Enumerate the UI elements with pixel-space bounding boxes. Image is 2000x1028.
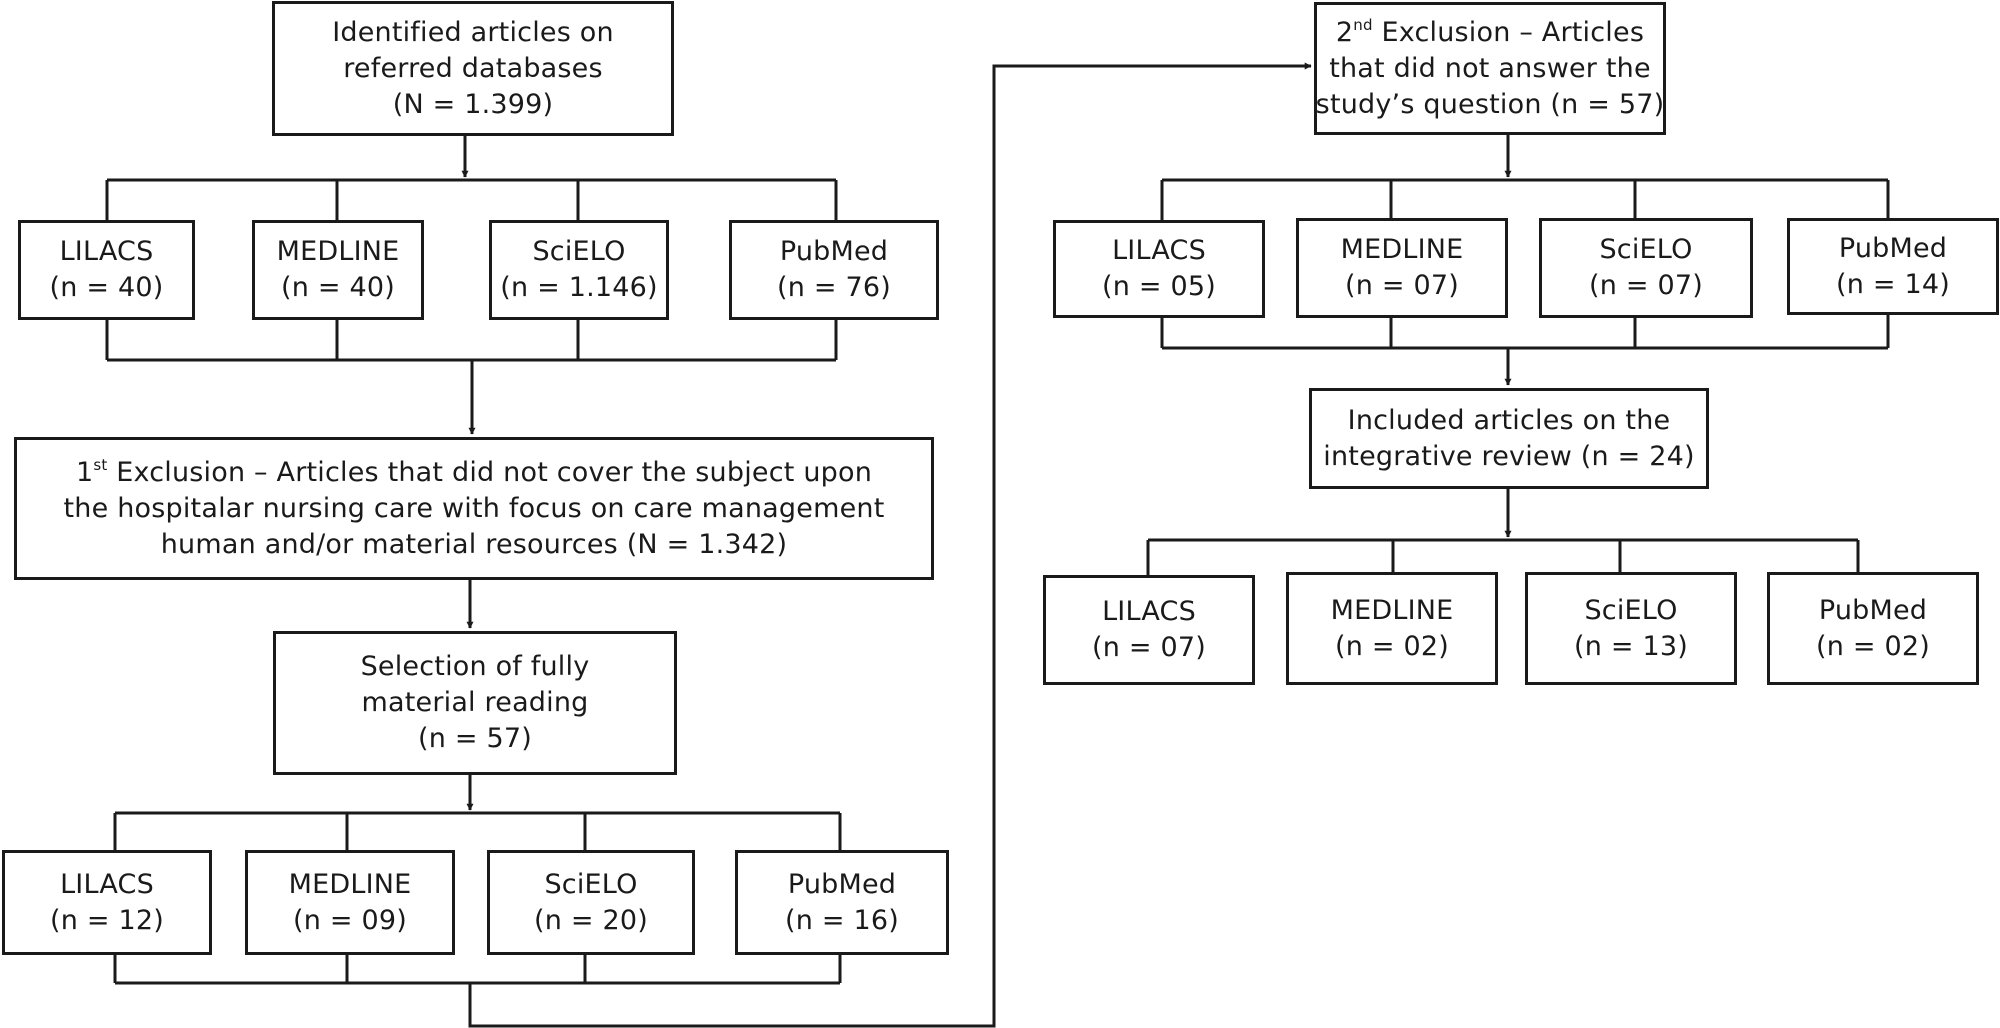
exclusion1-ordinal-suffix: st [93,455,108,474]
exclusion1-line1-text: Exclusion – Articles that did not cover … [107,456,873,488]
selection-line2: material reading [361,687,589,718]
db-name: PubMed [779,236,889,267]
db-box-medline: MEDLINE (n = 40) [252,220,424,320]
db-count: (n = 40) [281,272,395,303]
identified-line2: referred databases [343,52,603,84]
selection-line1: Selection of fully [360,651,590,682]
db-name: MEDLINE [1330,594,1454,626]
exclusion2-ordinal-suffix: nd [1353,15,1373,34]
first-exclusion-box: 1st Exclusion – Articles that did not co… [14,437,934,580]
db-count: (n = 1.146) [500,272,658,303]
db-box-pubmed: PubMed (n = 76) [729,220,939,320]
db-count: (n = 13) [1574,630,1688,662]
db-count: (n = 09) [293,904,407,936]
db-box-scielo: SciELO (n = 20) [487,850,695,955]
db-name: SciELO [1599,234,1693,265]
db-count: (n = 07) [1345,270,1459,301]
db-box-medline: MEDLINE (n = 02) [1286,572,1498,685]
db-name: MEDLINE [276,236,400,267]
db-box-pubmed: PubMed (n = 16) [735,850,949,955]
db-name: PubMed [787,868,897,900]
connector-to-exclusion2 [468,62,1312,1028]
exclusion2-line1-text: Exclusion – Articles [1372,16,1645,48]
db-name: MEDLINE [288,868,412,900]
exclusion1-line3: human and/or material resources (N = 1.3… [160,528,788,560]
db-box-lilacs: LILACS (n = 40) [18,220,195,320]
db-count: (n = 40) [49,272,164,303]
db-name: LILACS [1102,596,1196,627]
db-count: (n = 14) [1836,268,1950,300]
exclusion2-line1: 2nd Exclusion – Articles [1316,15,1665,51]
db-name: SciELO [532,236,626,267]
exclusion1-ordinal: 1 [75,456,94,488]
db-name: SciELO [1584,594,1678,626]
selection-box: Selection of fully material reading (n =… [273,631,677,775]
db-box-lilacs: LILACS (n = 12) [2,850,212,955]
exclusion2-ordinal: 2 [1335,16,1354,48]
db-box-scielo: SciELO (n = 07) [1539,218,1753,318]
db-name: MEDLINE [1340,234,1464,265]
exclusion2-line3: study’s question (n = 57) [1315,88,1665,120]
db-count: (n = 76) [777,272,891,303]
db-box-medline: MEDLINE (n = 07) [1296,218,1508,318]
db-count: (n = 20) [534,904,648,936]
db-count: (n = 05) [1102,271,1216,302]
db-count: (n = 12) [50,904,164,936]
db-name: LILACS [60,868,154,900]
db-name: SciELO [544,868,638,900]
included-line1: Included articles on the [1347,404,1671,436]
identified-line3: (N = 1.399) [392,88,554,120]
db-count: (n = 07) [1589,270,1703,301]
db-count: (n = 07) [1092,632,1206,663]
db-count: (n = 02) [1816,630,1930,662]
db-name: LILACS [59,236,154,267]
db-name: PubMed [1838,232,1948,264]
db-box-lilacs: LILACS (n = 05) [1053,220,1265,318]
exclusion1-line2: the hospitalar nursing care with focus o… [63,492,885,524]
db-box-pubmed: PubMed (n = 14) [1787,218,1999,315]
db-box-scielo: SciELO (n = 13) [1525,572,1737,685]
db-box-pubmed: PubMed (n = 02) [1767,572,1979,685]
db-box-lilacs: LILACS (n = 07) [1043,575,1255,685]
db-count: (n = 02) [1335,630,1449,662]
db-box-scielo: SciELO (n = 1.146) [489,220,669,320]
identified-line1: Identified articles on [332,16,614,48]
db-box-medline: MEDLINE (n = 09) [245,850,455,955]
exclusion2-line2: that did not answer the [1329,52,1651,84]
included-articles-box: Included articles on the integrative rev… [1309,388,1709,489]
db-name: LILACS [1112,235,1206,266]
db-name: PubMed [1818,594,1928,626]
included-line2: integrative review (n = 24) [1323,440,1695,472]
selection-line3: (n = 57) [418,723,532,754]
db-count: (n = 16) [785,904,899,936]
second-exclusion-box: 2nd Exclusion – Articles that did not an… [1314,2,1666,135]
identified-articles-box: Identified articles on referred database… [272,1,674,136]
exclusion1-line1: 1st Exclusion – Articles that did not co… [64,455,885,491]
